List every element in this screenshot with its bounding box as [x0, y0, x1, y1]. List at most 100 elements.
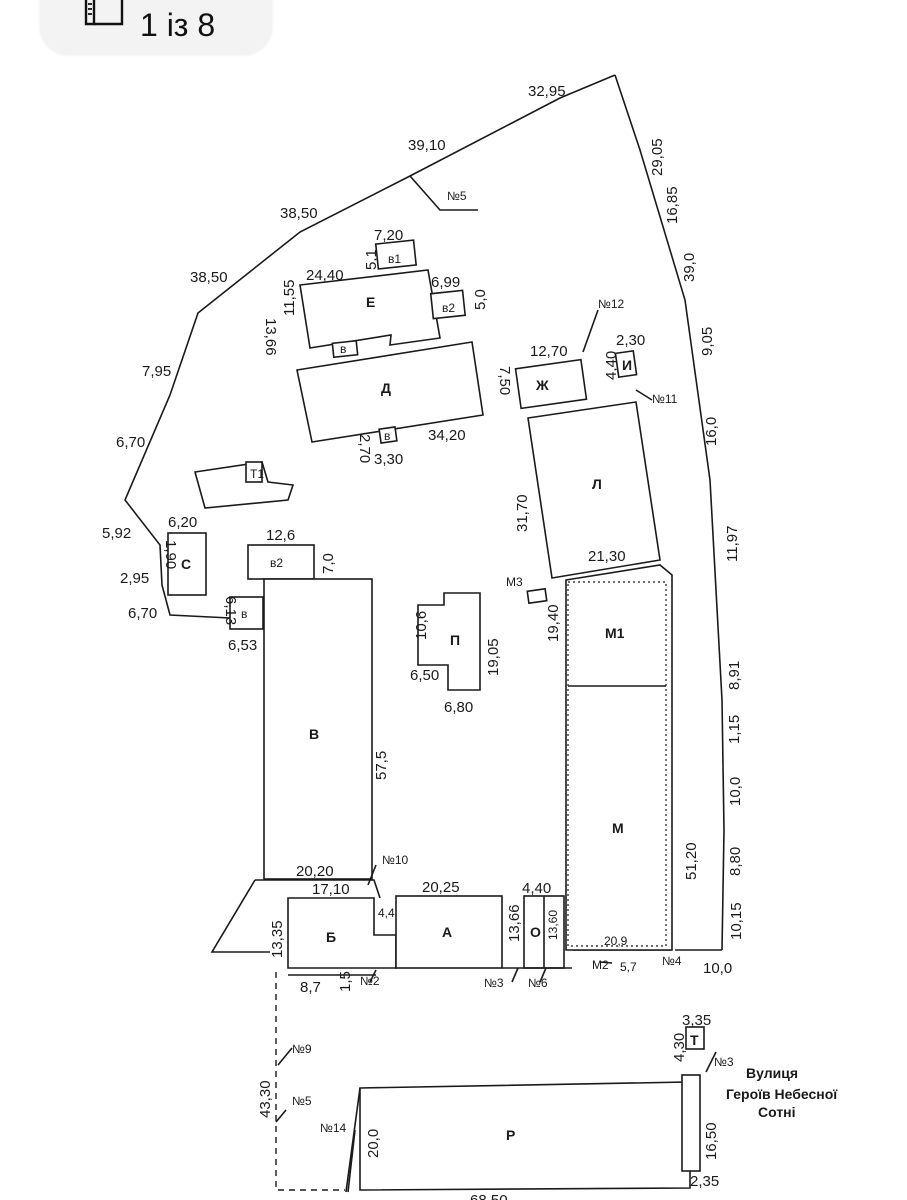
label-e1: в1 — [388, 252, 401, 266]
dim-13-66-b: 13,66 — [506, 904, 523, 942]
dim-4-40: 4,40 — [603, 351, 620, 380]
dim-21-30: 21,30 — [588, 548, 626, 565]
dim-5-1: 5,1 — [363, 249, 380, 270]
dim-7-95: 7,95 — [142, 363, 171, 380]
building-t — [685, 1026, 705, 1050]
dim-16-50: 16,50 — [703, 1122, 720, 1160]
point-n5: №5 — [447, 189, 467, 203]
point-n6: №6 — [528, 976, 548, 990]
boundary-south-west — [210, 879, 270, 953]
dim-17-10: 17,10 — [312, 881, 350, 898]
dim-7-50: 7,50 — [496, 366, 513, 395]
label-o: О — [530, 924, 541, 940]
lower-parcel-west — [275, 972, 345, 1191]
dim-20-25: 20,25 — [422, 879, 460, 896]
building-e — [299, 269, 441, 349]
building-r-wedge2 — [347, 1129, 356, 1193]
dim-6-50: 6,50 — [410, 667, 439, 684]
label-m3: М3 — [506, 575, 523, 589]
page-indicator[interactable]: 1 із 8 — [40, 0, 272, 54]
building-t1-inner — [245, 461, 263, 483]
point-n15: №5 — [292, 1094, 312, 1108]
building-v2 — [247, 544, 315, 580]
dim-6-20: 6,20 — [168, 514, 197, 531]
building-e2 — [429, 289, 467, 320]
dim-19-40: 19,40 — [545, 604, 562, 642]
dim-12-70: 12,70 — [530, 343, 568, 360]
building-r — [359, 1081, 691, 1191]
dim-8-7: 8,7 — [300, 979, 321, 996]
dim-5-7: 5,7 — [620, 960, 637, 974]
label-m1: М1 — [605, 625, 625, 641]
leader-n2 — [369, 969, 377, 983]
building-a — [395, 895, 503, 969]
label-v: В — [309, 726, 319, 742]
label-a: А — [442, 924, 452, 940]
dim-39-10: 39,10 — [408, 137, 446, 154]
label-t: Т — [690, 1032, 699, 1048]
dim-9-05: 9,05 — [699, 327, 716, 356]
dim-32-95: 32,95 — [528, 83, 566, 100]
leader-m2 — [599, 961, 613, 964]
dim-1-15: 1,15 — [726, 715, 743, 744]
building-l — [527, 401, 661, 579]
point-n14: №14 — [320, 1121, 347, 1135]
point-n2: №2 — [360, 974, 380, 988]
dim-2-70: 2,70 — [356, 434, 373, 463]
dim-3-35: 3,35 — [682, 1012, 711, 1029]
dim-12-6: 12,6 — [266, 527, 295, 544]
dim-10-15: 10,15 — [728, 902, 745, 940]
dim-6-80: 6,80 — [444, 699, 473, 716]
dim-10-0-a: 10,0 — [727, 777, 744, 806]
porch-d — [378, 426, 398, 444]
label-t1: Т1 — [250, 467, 264, 481]
street-line-3: Сотні — [758, 1104, 796, 1120]
dim-6-70-b: 6,70 — [128, 605, 157, 622]
street-line-1: Вулиця — [746, 1065, 798, 1081]
label-zh: Ж — [535, 377, 549, 393]
point-n12: №12 — [598, 297, 625, 311]
building-m-inner-outline — [567, 581, 667, 947]
dim-20-0: 20,0 — [365, 1129, 382, 1158]
site-boundary — [124, 74, 616, 619]
dim-6-70-a: 6,70 — [116, 434, 145, 451]
building-v1 — [229, 596, 264, 630]
building-r-annex — [681, 1074, 701, 1172]
label-d: Д — [381, 380, 391, 396]
building-p — [417, 592, 481, 691]
point-n11: №11 — [652, 392, 678, 406]
street-line-2: Героїв Небесної — [726, 1086, 838, 1102]
leader-n15 — [275, 1109, 287, 1123]
boundary-leader-n5 — [409, 175, 478, 211]
leader-n12 — [582, 309, 599, 353]
label-e2: в2 — [442, 301, 455, 315]
dim-43-30: 43,30 — [257, 1080, 274, 1118]
leader-n10 — [367, 864, 377, 886]
dim-24-40: 24,40 — [306, 267, 344, 284]
label-m: М — [612, 820, 624, 836]
dim-31-70: 31,70 — [514, 494, 531, 532]
page-count-label: 1 із 8 — [140, 6, 216, 43]
dim-10-0-b: 10,0 — [703, 960, 732, 977]
label-l: Л — [592, 476, 602, 492]
leader-n11 — [635, 389, 653, 401]
dim-8-80: 8,80 — [727, 847, 744, 876]
point-n13: №3 — [714, 1055, 734, 1069]
leader-n3 — [511, 967, 519, 983]
dim-20-20: 20,20 — [296, 863, 334, 880]
dim-6-53: 6,53 — [228, 637, 257, 654]
document-pages-icon — [84, 0, 124, 26]
label-r: Р — [506, 1127, 515, 1143]
building-d — [296, 341, 484, 443]
site-boundary-east — [614, 74, 725, 951]
building-e1 — [374, 239, 418, 270]
dim-11-97: 11,97 — [724, 526, 741, 562]
dim-4-4: 4,4 — [378, 906, 395, 920]
label-s: С — [181, 556, 191, 572]
building-i — [614, 349, 638, 379]
dim-8-91: 8,91 — [726, 661, 743, 690]
dim-16-85: 16,85 — [664, 186, 681, 224]
dim-16-0: 16,0 — [703, 417, 720, 446]
label-p: П — [450, 632, 460, 648]
dim-51-20: 51,20 — [683, 842, 700, 880]
